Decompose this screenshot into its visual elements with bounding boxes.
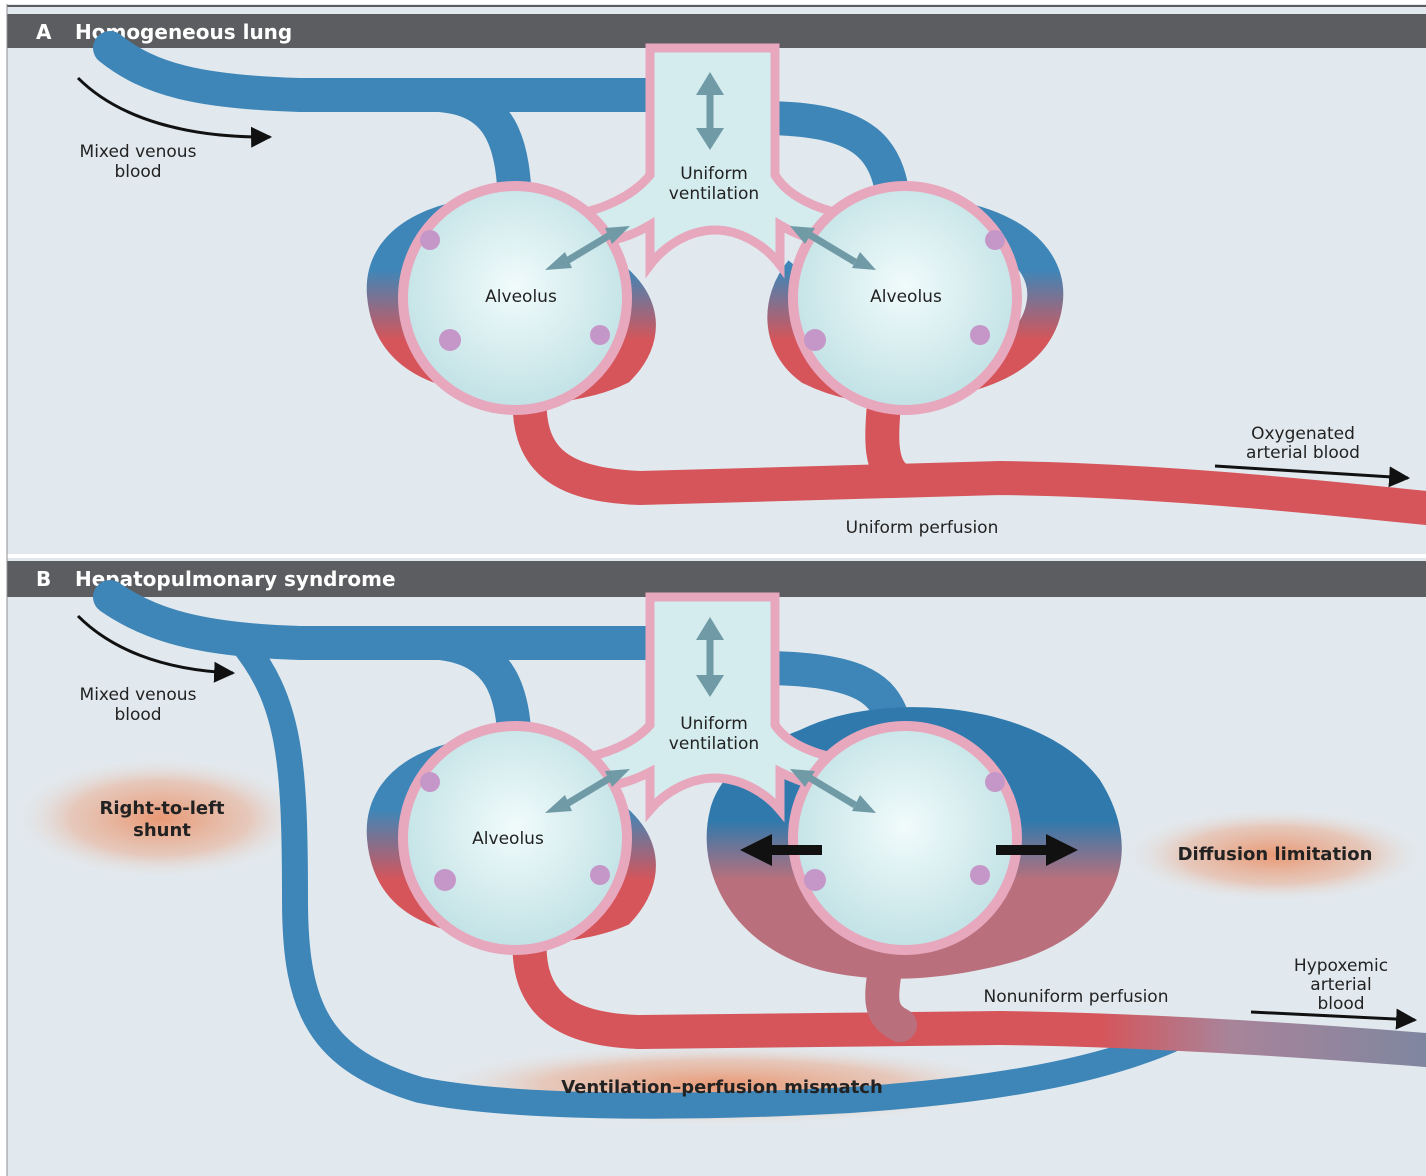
alveolus-b-right [793, 726, 1017, 950]
alveolus-b-left-label: Alveolus [472, 829, 544, 849]
panel-a-letter: A [36, 20, 52, 44]
hypoxemic-2: arterial [1310, 975, 1371, 995]
mixed-venous-a-1: Mixed venous [80, 142, 197, 162]
ventilation-b-1: Uniform [680, 714, 748, 734]
shunt-label-1: Right-to-left [99, 798, 224, 819]
shunt-label-2: shunt [133, 820, 191, 841]
panel-b-letter: B [36, 567, 51, 591]
perfusion-b-label: Nonuniform perfusion [984, 987, 1169, 1007]
mismatch-label: Ventilation–perfusion mismatch [561, 1077, 883, 1098]
oxygenated-a-1: Oxygenated [1251, 424, 1355, 444]
panel-a: A Homogeneous lung [7, 4, 1426, 554]
mixed-venous-a-2: blood [114, 162, 161, 182]
oxygenated-a-2: arterial blood [1246, 443, 1360, 463]
hypoxemic-3: blood [1317, 994, 1364, 1014]
ventilation-a-2: ventilation [669, 184, 759, 204]
alveolus-a-left-label: Alveolus [485, 287, 557, 307]
diffusion-label: Diffusion limitation [1178, 844, 1373, 865]
hypoxemic-1: Hypoxemic [1294, 956, 1388, 976]
mixed-venous-b-2: blood [114, 705, 161, 725]
perfusion-a-label: Uniform perfusion [846, 518, 999, 538]
panel-b: B Hepatopulmonary syndrome [7, 558, 1426, 1176]
ventilation-b-2: ventilation [669, 734, 759, 754]
ventilation-a-1: Uniform [680, 164, 748, 184]
mixed-venous-b-1: Mixed venous [80, 685, 197, 705]
alveolus-a-right-label: Alveolus [870, 287, 942, 307]
